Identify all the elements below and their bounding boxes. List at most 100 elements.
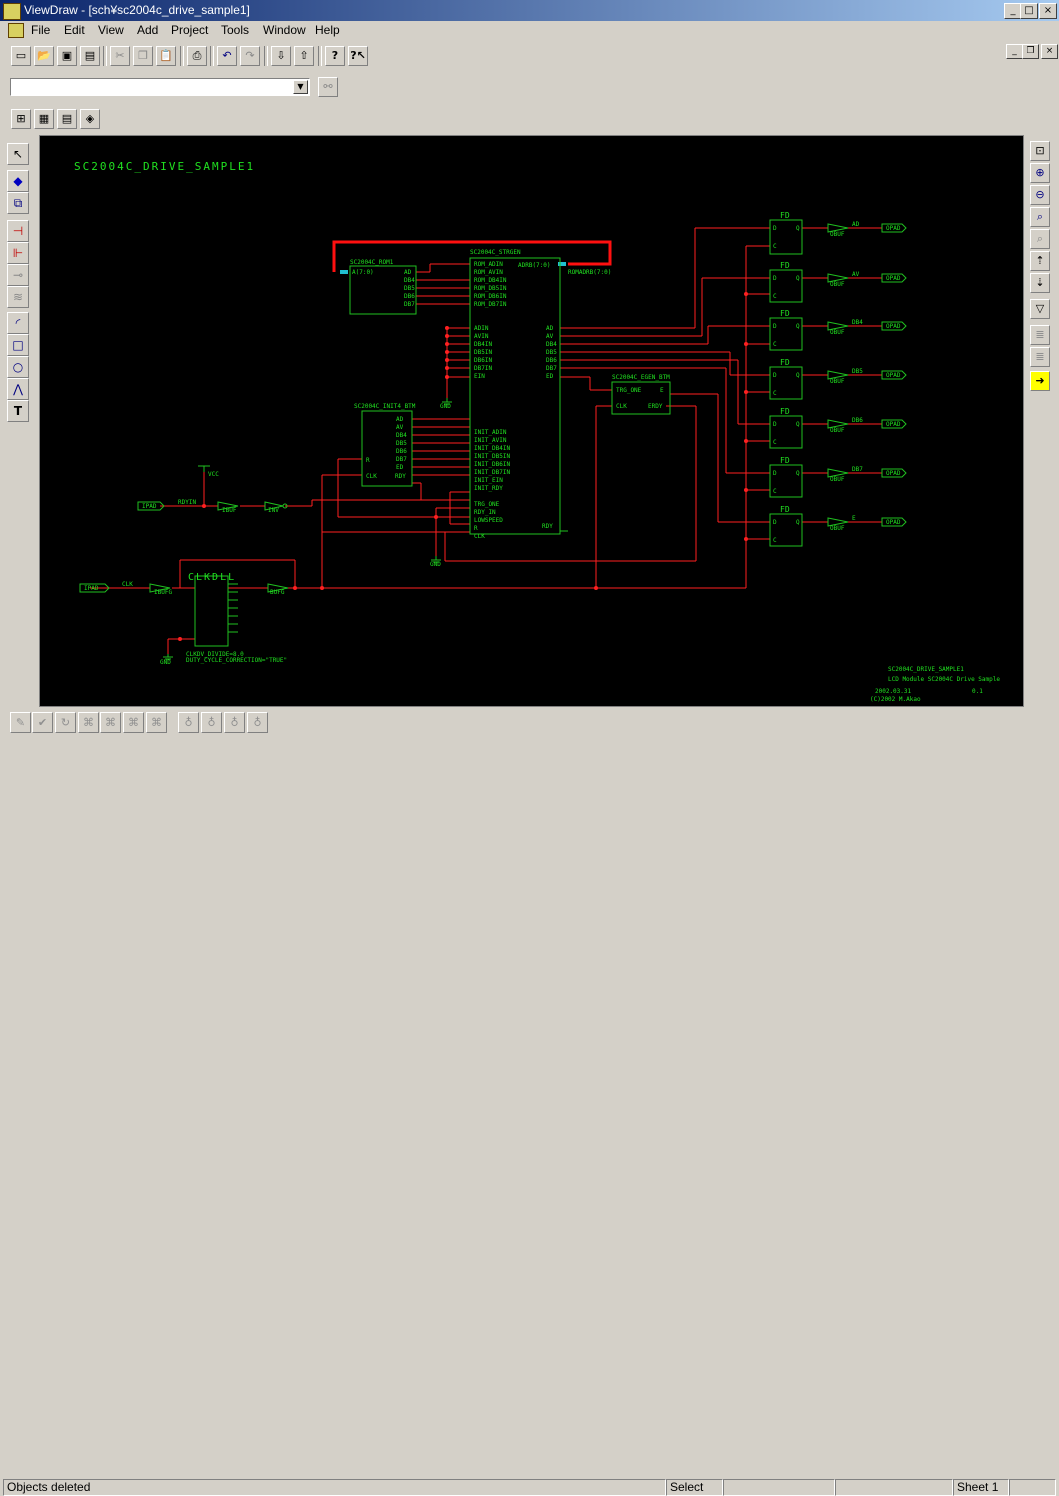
rectangle-icon[interactable]: □ (7, 334, 29, 356)
fd-q-pin-label: Q (796, 323, 800, 330)
mdi-close-button[interactable]: × (1041, 44, 1058, 59)
zoom-in-icon[interactable]: ⊕ (1030, 163, 1050, 183)
menu-file[interactable]: File (31, 23, 51, 37)
select-arrow-icon[interactable]: ↖ (7, 143, 29, 165)
component-combo[interactable]: ▼ (10, 78, 310, 96)
rom-bus-label: A(7:0) (352, 269, 374, 276)
cut-icon[interactable]: ✂ (110, 46, 130, 66)
document-icon[interactable] (8, 23, 24, 38)
output-net-label: DB7 (852, 466, 863, 473)
bus-romadrb[interactable] (332, 240, 612, 272)
line-icon[interactable]: ⋀ (7, 378, 29, 400)
egen-block[interactable] (611, 381, 671, 415)
opad-label: OPAD (886, 372, 901, 379)
arc-icon[interactable]: ◜ (7, 312, 29, 334)
main-pin-left-label: ROM_DB7IN (474, 301, 507, 308)
main-block[interactable] (469, 257, 561, 535)
paste-icon[interactable]: 📋 (156, 46, 176, 66)
clkdll-label: CLKDLL (188, 572, 236, 583)
zoom-fit-icon[interactable]: ⊡ (1030, 141, 1050, 161)
probe-icon-3[interactable]: ♁ (224, 712, 245, 733)
push-icon[interactable]: ⇩ (271, 46, 291, 66)
gnd-label-2: GND (430, 561, 441, 568)
probe-icon-4[interactable]: ♁ (247, 712, 268, 733)
main-pin-left-label: ROM_ADIN (474, 261, 503, 268)
circle-icon[interactable]: ○ (7, 356, 29, 378)
zoom-component-icon[interactable]: ⚯ (318, 77, 338, 97)
maximize-button[interactable]: □ (1020, 3, 1038, 19)
main-pin-right-label: DB4 (546, 341, 557, 348)
fd-block-label: FD (780, 309, 790, 318)
pop-icon[interactable]: ⇧ (294, 46, 314, 66)
refresh-icon[interactable]: ↻ (55, 712, 76, 733)
main-pin-left-label: INIT_ADIN (474, 429, 507, 436)
check-icon[interactable]: ✔ (32, 712, 53, 733)
menu-view[interactable]: View (98, 23, 124, 37)
add-wire-icon[interactable]: ≋ (7, 286, 29, 308)
menu-help[interactable]: Help (315, 23, 340, 37)
mdi-restore-button[interactable]: ❐ (1022, 44, 1039, 59)
app-icon[interactable] (3, 3, 21, 20)
table-icon[interactable]: ▦ (34, 109, 54, 129)
add-net-icon[interactable]: ⊣ (7, 220, 29, 242)
add-box-icon[interactable]: ⧉ (7, 192, 29, 214)
chevron-down-icon[interactable]: ▼ (293, 80, 308, 94)
symbol-icon[interactable]: ◈ (80, 109, 100, 129)
print-icon[interactable]: ⎙ (187, 46, 207, 66)
add-component-icon[interactable]: ◆ (7, 170, 29, 192)
rom-block[interactable] (349, 265, 417, 315)
search-down-icon[interactable]: ⇣ (1030, 273, 1050, 293)
clkdll-block[interactable] (194, 575, 229, 647)
junction-dots (178, 292, 748, 641)
text-icon[interactable]: T (7, 400, 29, 422)
new-icon[interactable]: ▭ (11, 46, 31, 66)
bus-pin-marker (558, 262, 566, 266)
zoom-area-icon[interactable]: ⌕ (1030, 207, 1050, 227)
fd-c-pin-label: C (773, 439, 777, 446)
open-icon[interactable]: 📂 (34, 46, 54, 66)
ibufg-label: IBUFG (154, 589, 172, 596)
undo-icon[interactable]: ↶ (217, 46, 237, 66)
clkdll-attr-1: CLKDV_DIVIDE=8.0 (186, 651, 244, 658)
context-help-icon[interactable]: ?↖ (348, 46, 368, 66)
main-pin-left-label: ROM_AVIN (474, 269, 503, 276)
fd-q-pin-label: Q (796, 372, 800, 379)
zoom-previous-icon[interactable]: ⌕ (1030, 229, 1050, 249)
pencil-icon[interactable]: ✎ (10, 712, 31, 733)
main-pin-right-label: DB6 (546, 357, 557, 364)
fd-q-pin-label: Q (796, 470, 800, 477)
menu-project[interactable]: Project (171, 23, 209, 37)
arrow-right-icon[interactable]: ➜ (1030, 371, 1050, 391)
probe-icon-1[interactable]: ♁ (178, 712, 199, 733)
schematic-canvas[interactable]: SC2004C_DRIVE_SAMPLE1 SC2004C_STRGEN ADR… (39, 135, 1024, 707)
save-all-icon[interactable]: ▤ (80, 46, 100, 66)
fd-c-pin-label: C (773, 341, 777, 348)
hier-pop-icon[interactable]: ⌘ (146, 712, 167, 733)
gnd-label-3: GND (160, 659, 171, 666)
probe-icon-2[interactable]: ♁ (201, 712, 222, 733)
properties-icon[interactable]: ▤ (57, 109, 77, 129)
menu-edit[interactable]: Edit (64, 23, 85, 37)
search-up-icon[interactable]: ⇡ (1030, 251, 1050, 271)
titleblock-copy: (C)2002 M.Akao (870, 696, 921, 703)
zoom-out-icon[interactable]: ⊖ (1030, 185, 1050, 205)
menu-add[interactable]: Add (137, 23, 159, 37)
hierarchy-icon[interactable]: ⊞ (11, 109, 31, 129)
distribute-icon[interactable]: ≣ (1030, 347, 1050, 367)
close-button[interactable]: × (1039, 3, 1057, 19)
help-icon[interactable]: ? (325, 46, 345, 66)
save-icon[interactable]: ▣ (57, 46, 77, 66)
menu-window[interactable]: Window (263, 23, 306, 37)
filter-icon[interactable]: ▽ (1030, 299, 1050, 319)
add-ripper-icon[interactable]: ⊸ (7, 264, 29, 286)
copy-icon[interactable]: ❐ (133, 46, 153, 66)
redo-icon[interactable]: ↷ (240, 46, 260, 66)
init-block[interactable] (361, 410, 413, 487)
align-icon[interactable]: ≣ (1030, 325, 1050, 345)
hier-push-icon[interactable]: ⌘ (123, 712, 144, 733)
mdi-minimize-button[interactable]: _ (1006, 44, 1023, 59)
menu-tools[interactable]: Tools (221, 23, 250, 37)
hier-down-icon[interactable]: ⌘ (100, 712, 121, 733)
hier-up-icon[interactable]: ⌘ (78, 712, 99, 733)
add-bus-icon[interactable]: ⊩ (7, 242, 29, 264)
